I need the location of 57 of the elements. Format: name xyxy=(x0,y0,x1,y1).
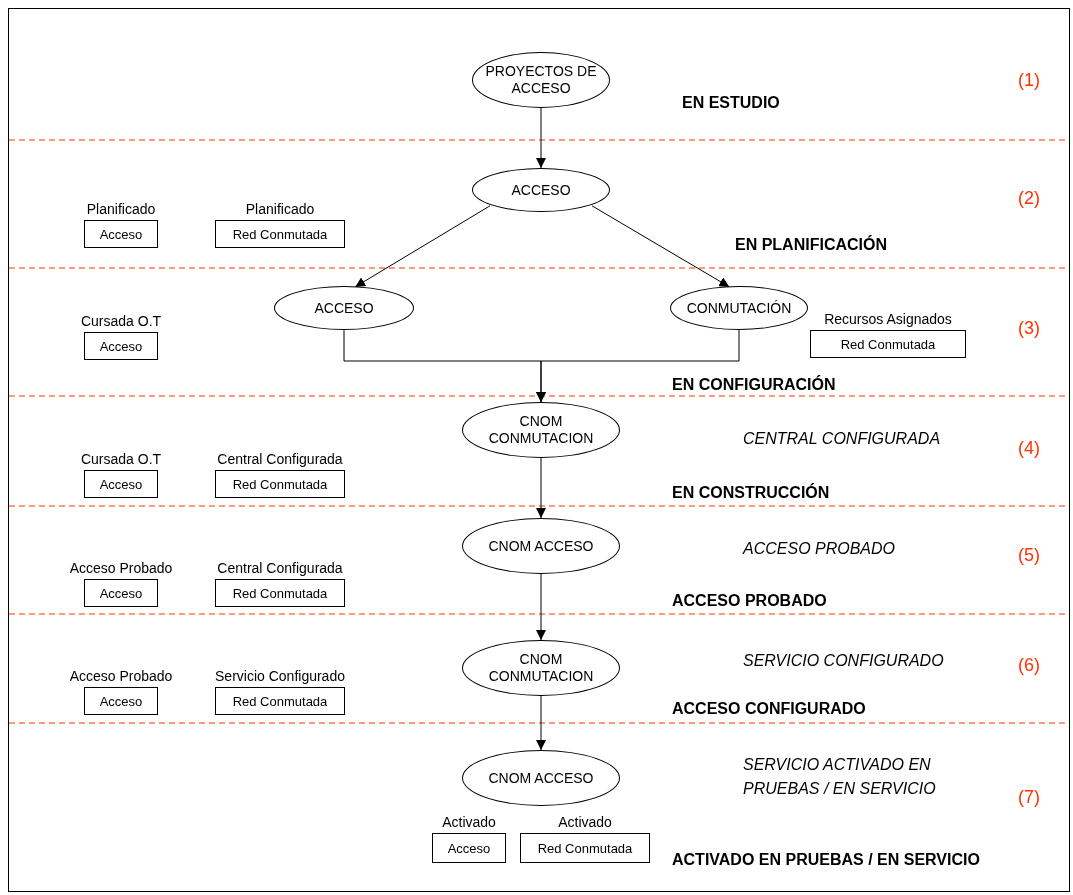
node-text: CNOM ACCESO xyxy=(488,769,594,787)
arrow xyxy=(536,457,546,519)
arrow xyxy=(591,205,730,288)
phase-label: EN CONFIGURACIÓN xyxy=(672,374,836,395)
node-text: Red Conmutada xyxy=(232,585,328,601)
arrow xyxy=(536,573,546,641)
node-text: CNOM CONMUTACION xyxy=(487,651,595,685)
status-caption: Acceso Probado xyxy=(69,668,173,684)
phase-label: ACCESO CONFIGURADO xyxy=(672,699,866,719)
node-text: CNOM CONMUTACION xyxy=(487,413,595,447)
status-caption: Cursada O.T xyxy=(80,313,162,329)
status-caption: Cursada O.T xyxy=(80,451,162,467)
state-note: CENTRAL CONFIGURADA xyxy=(743,429,941,449)
node-text: Red Conmutada xyxy=(840,336,936,352)
status-caption: Servicio Configurado xyxy=(215,668,345,684)
step-number: (5) xyxy=(1018,544,1040,567)
arrow xyxy=(536,695,546,751)
node-text: CNOM ACCESO xyxy=(488,537,594,555)
status-caption: Central Configurada xyxy=(217,560,343,576)
arrow xyxy=(536,329,740,403)
status-caption: Planificado xyxy=(245,201,315,217)
phase-label: EN CONSTRUCCIÓN xyxy=(672,482,830,503)
status-caption: Acceso Probado xyxy=(69,560,173,576)
node-text: Acceso xyxy=(99,585,143,601)
node-text: Acceso xyxy=(99,693,143,709)
node-text: ACCESO xyxy=(511,181,571,199)
step-number: (7) xyxy=(1018,786,1040,809)
step-number: (2) xyxy=(1018,187,1040,210)
node-text: Red Conmutada xyxy=(537,840,633,856)
node-text: Acceso xyxy=(447,840,491,856)
step-number: (4) xyxy=(1018,437,1040,460)
node-text: Acceso xyxy=(99,338,143,354)
status-caption: Activado xyxy=(442,814,496,830)
node-text: Acceso xyxy=(99,226,143,242)
node-text: PROYECTOS DE ACCESO xyxy=(484,63,598,97)
phase-label: EN PLANIFICACIÓN xyxy=(735,234,887,255)
node-text: CONMUTACIÓN xyxy=(686,299,792,317)
arrow xyxy=(354,205,491,288)
phase-label: ACCESO PROBADO xyxy=(672,591,827,611)
status-caption: Recursos Asignados xyxy=(824,311,952,327)
state-note: ACCESO PROBADO xyxy=(743,539,896,559)
state-note: SERVICIO ACTIVADO EN PRUEBAS / EN SERVICIO xyxy=(743,755,937,799)
phase-label: EN ESTUDIO xyxy=(682,93,780,113)
status-caption: Activado xyxy=(558,814,612,830)
node-text: Red Conmutada xyxy=(232,226,328,242)
phase-label: ACTIVADO EN PRUEBAS / EN SERVICIO xyxy=(672,850,980,870)
node-text: Red Conmutada xyxy=(232,476,328,492)
status-caption: Central Configurada xyxy=(217,451,343,467)
arrow xyxy=(536,107,546,169)
node-text: ACCESO xyxy=(314,299,374,317)
node-text: Acceso xyxy=(99,476,143,492)
status-caption: Planificado xyxy=(86,201,156,217)
state-note: SERVICIO CONFIGURADO xyxy=(743,651,944,671)
step-number: (3) xyxy=(1018,317,1040,340)
step-number: (1) xyxy=(1018,69,1040,92)
node-text: Red Conmutada xyxy=(232,693,328,709)
step-number: (6) xyxy=(1018,654,1040,677)
